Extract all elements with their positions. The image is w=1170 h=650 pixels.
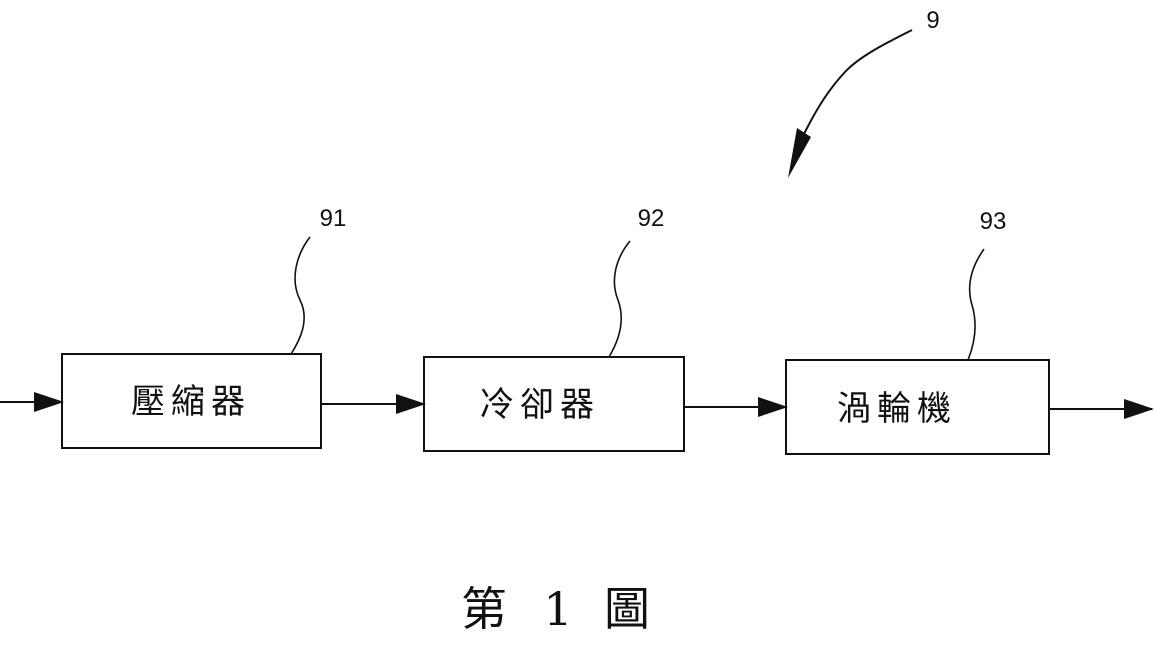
- figure-caption-suffix: 圖: [604, 582, 650, 636]
- block-cooler: [423, 356, 685, 452]
- block-cooler-label: 冷卻器: [480, 385, 600, 425]
- ref-label-93: 93: [980, 208, 1007, 235]
- ref-label-91: 91: [320, 205, 347, 232]
- figure-caption-number: 1: [543, 582, 572, 636]
- system-ref-arrow: [803, 29, 913, 135]
- leader-line-93: [967, 248, 985, 361]
- leader-line-91: [290, 236, 311, 355]
- block-compressor-label: 壓縮器: [131, 382, 251, 422]
- block-turbine-label: 渦輪機: [837, 389, 957, 429]
- ref-label-92: 92: [638, 205, 665, 232]
- system-ref-label: 9: [926, 7, 939, 34]
- block-compressor: [61, 353, 322, 449]
- block-turbine: [785, 359, 1050, 455]
- leader-line-92: [608, 240, 631, 358]
- figure-caption-prefix: 第: [461, 582, 507, 636]
- system-ref-arrowhead: [788, 128, 811, 178]
